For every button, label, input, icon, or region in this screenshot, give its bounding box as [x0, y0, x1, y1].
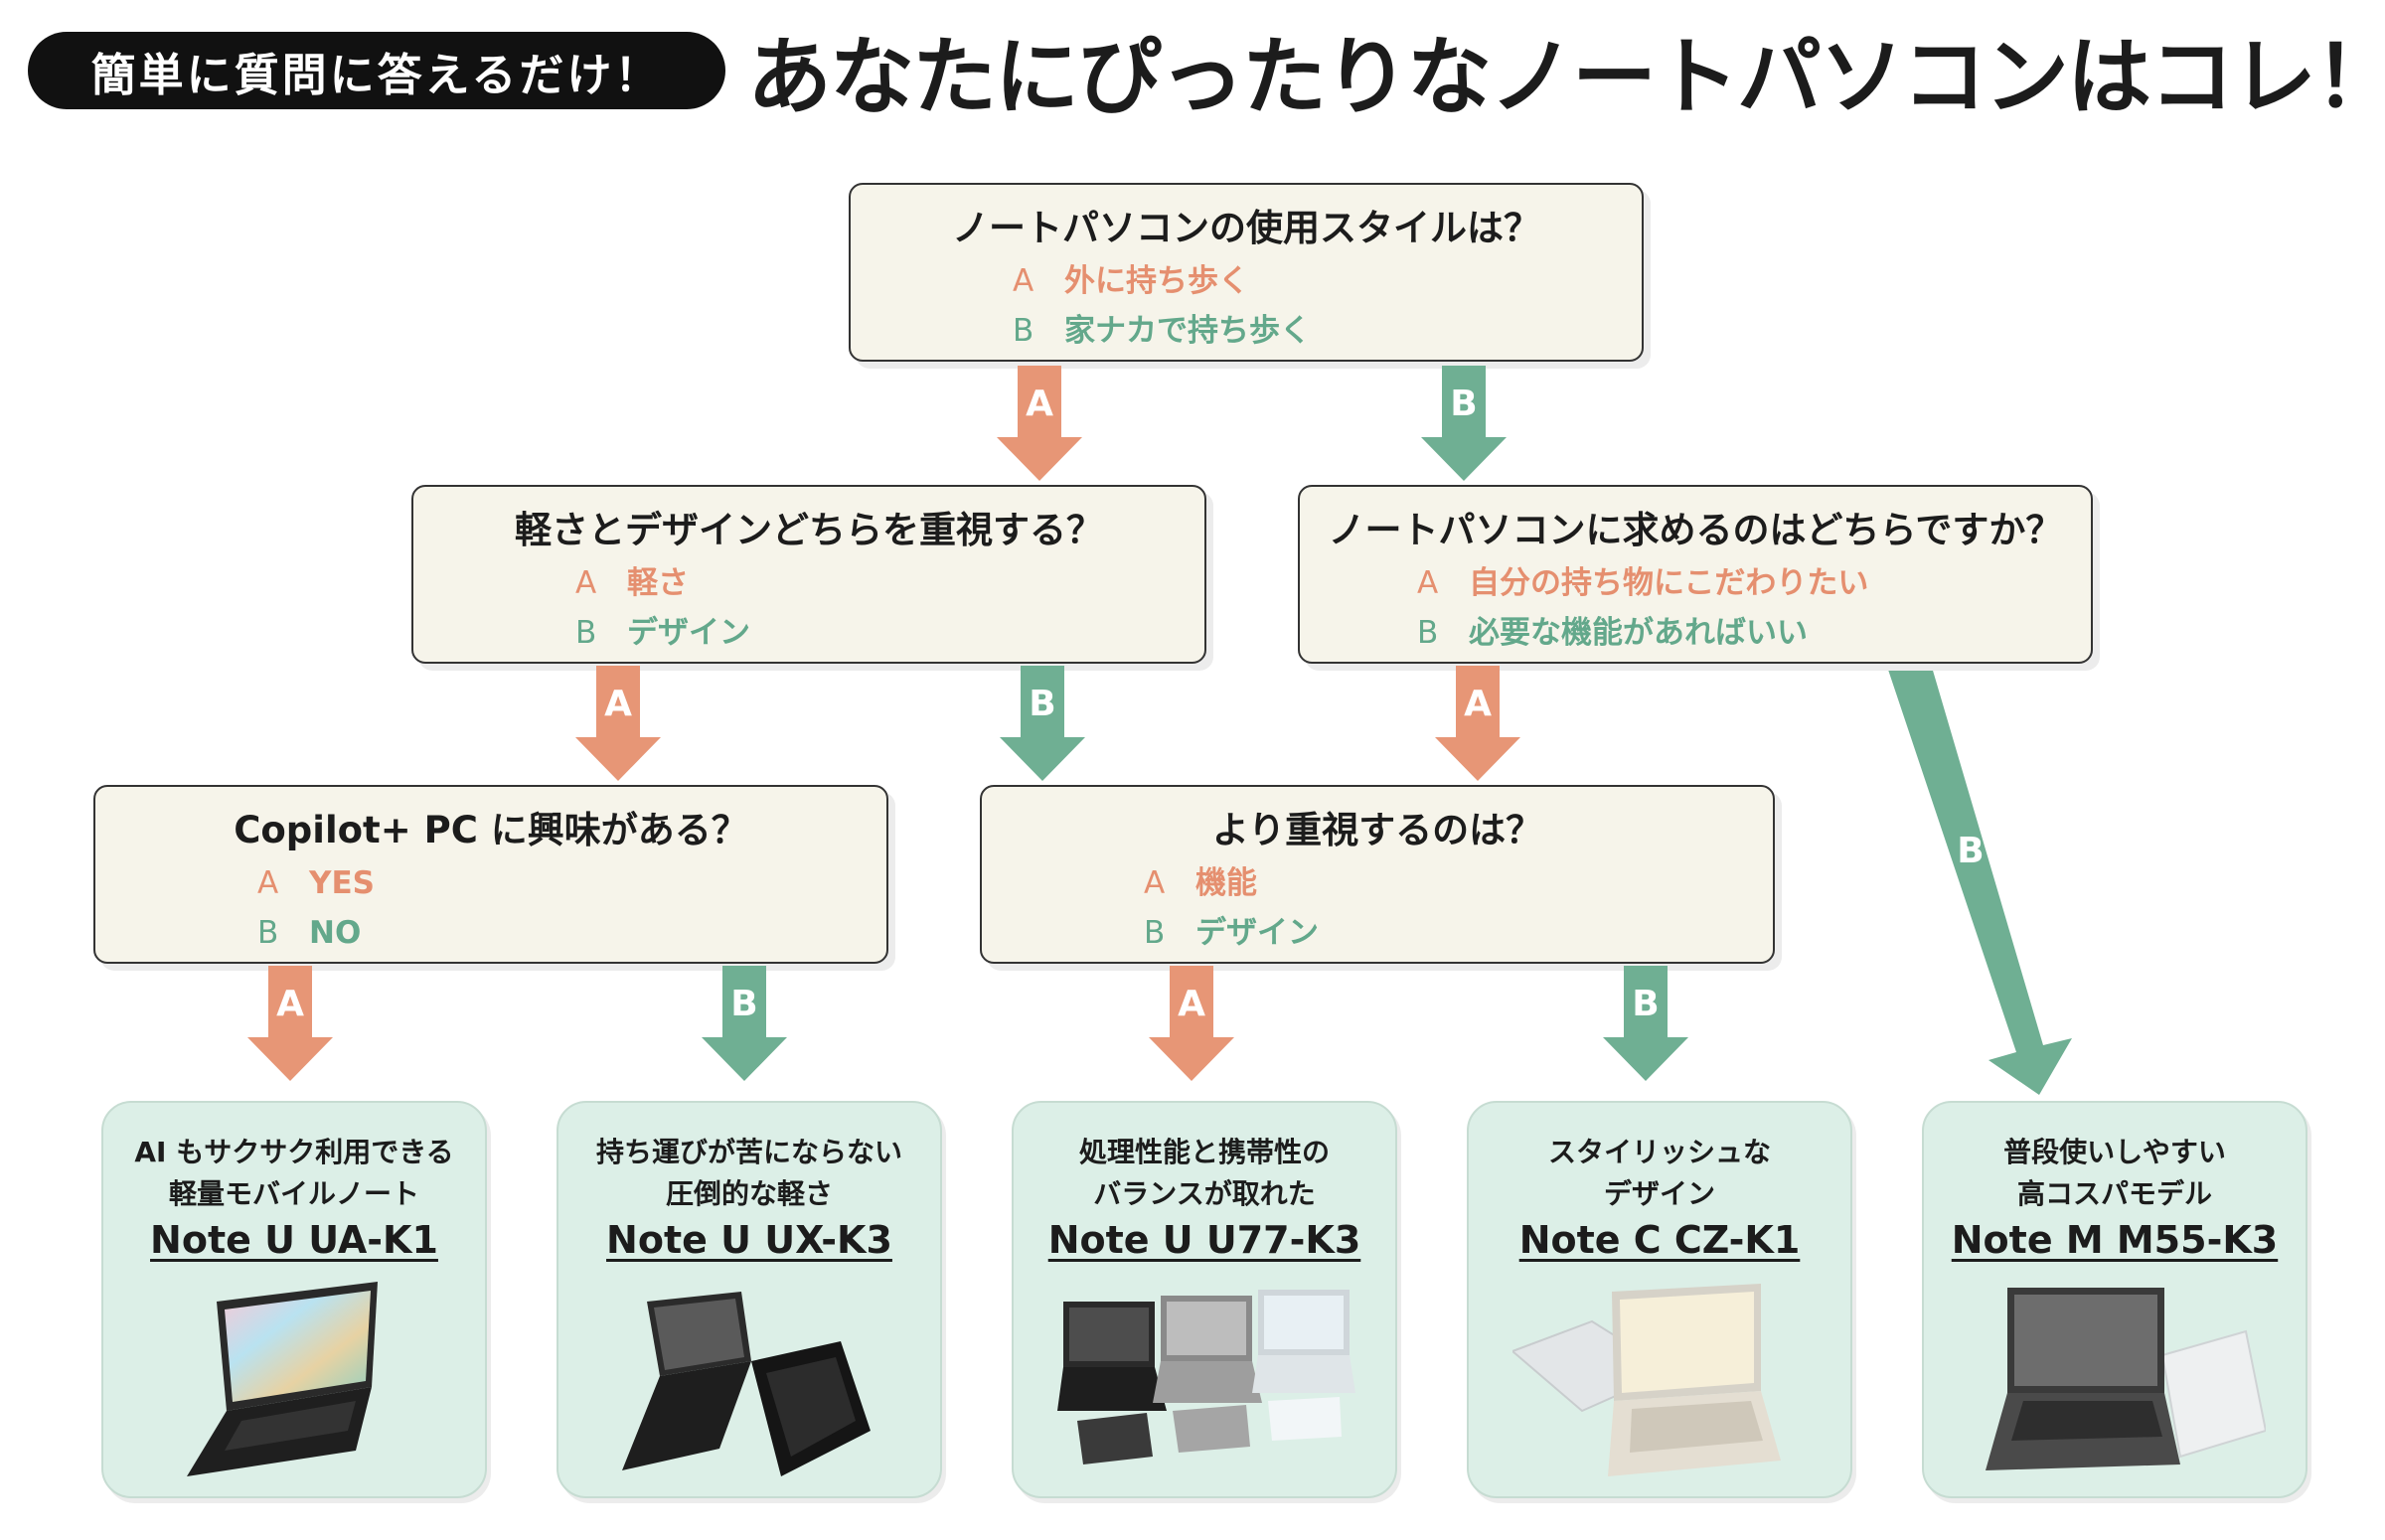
card-description-line1: スタイリッシュな — [1547, 1136, 1771, 1168]
arrow-b: B — [1603, 966, 1688, 1081]
question-box-lightness-design: 軽さとデザインどちらを重視する？ A 軽さ B デザイン — [411, 485, 1206, 664]
arrow-label-b: B — [1632, 984, 1660, 1024]
question-title: 軽さとデザインどちらを重視する？ — [515, 509, 1103, 551]
option-b: B 必要な機能があればいい — [1417, 608, 1974, 658]
arrow-a: A — [575, 666, 661, 781]
model-name: Note U UA-K1 — [150, 1218, 438, 1262]
laptop-colorful-icon — [187, 1282, 378, 1476]
result-card-cz-k1: スタイリッシュな デザイン Note C CZ-K1 — [1467, 1101, 1852, 1498]
card-description-line1: 処理性能と携帯性の — [1078, 1136, 1330, 1168]
model-name: Note U U77-K3 — [1047, 1218, 1361, 1262]
laptop-lineup-icon — [1057, 1290, 1355, 1464]
card-description-line1: AI もサクサク利用できる — [134, 1136, 454, 1168]
arrow-b: B — [1421, 366, 1507, 481]
page-title: あなたにぴったりなノートパソコンはコレ！ — [747, 28, 2385, 127]
arrow-label-a: A — [604, 684, 632, 724]
arrow-label-b: B — [1450, 384, 1478, 424]
arrow-label-b: B — [730, 984, 758, 1024]
option-text: デザイン — [627, 615, 750, 651]
result-card-ua-k1: AI もサクサク利用できる 軽量モバイルノート Note U UA-K1 — [101, 1101, 487, 1498]
arrow-a: A — [1435, 666, 1520, 781]
option-letter: A — [1417, 565, 1439, 601]
question-title: ノートパソコンに求めるのはどちらですか？ — [1328, 509, 2063, 551]
option-text: YES — [309, 865, 375, 901]
laptop-black-pair-icon — [622, 1292, 871, 1476]
arrow-label-a: A — [1026, 384, 1053, 424]
question-title: Copilot+ PC に興味がある？ — [234, 809, 748, 851]
card-description-line1: 持ち運びが苦にならない — [595, 1136, 902, 1168]
option-letter: A — [575, 565, 597, 601]
header-badge: 簡単に質問に答えるだけ！ — [28, 32, 725, 109]
laptop-gray-icon — [1986, 1288, 2266, 1470]
option-a: A YES — [257, 858, 724, 908]
option-letter: A — [257, 865, 279, 901]
card-description-line2: バランスが取れた — [1093, 1177, 1316, 1210]
option-letter: B — [575, 615, 597, 651]
option-b: B NO — [257, 908, 724, 958]
option-letter: A — [1013, 263, 1034, 299]
option-text: 軽さ — [627, 565, 689, 601]
arrow-a: A — [997, 366, 1082, 481]
option-text: NO — [309, 915, 362, 951]
option-letter: B — [1417, 615, 1439, 651]
option-text: 自分の持ち物にこだわりたい — [1469, 565, 1869, 601]
arrow-b: B — [1000, 666, 1085, 781]
option-text: 機能 — [1195, 865, 1257, 901]
option-a: A 機能 — [1144, 858, 1611, 908]
arrow-b: B — [702, 966, 787, 1081]
question-box-usage-style: ノートパソコンの使用スタイルは？ A 外に持ち歩く B 家ナカで持ち歩く — [849, 183, 1644, 362]
question-title: より重視するのは？ — [1211, 809, 1543, 851]
option-b: B デザイン — [1144, 908, 1611, 958]
option-text: デザイン — [1195, 915, 1319, 951]
model-name: Note M M55-K3 — [1951, 1218, 2279, 1262]
question-box-priority: より重視するのは？ A 機能 B デザイン — [980, 785, 1775, 964]
question-title: ノートパソコンの使用スタイルは？ — [952, 207, 1540, 249]
option-letter: A — [1144, 865, 1166, 901]
card-description-line2: 高コスパモデル — [2016, 1177, 2212, 1210]
option-text: 家ナカで持ち歩く — [1064, 313, 1311, 349]
question-box-copilot-pc: Copilot+ PC に興味がある？ A YES B NO — [93, 785, 888, 964]
arrow-label-a: A — [276, 984, 304, 1024]
result-card-ux-k3: 持ち運びが苦にならない 圧倒的な軽さ Note U UX-K3 — [556, 1101, 942, 1498]
model-name: Note U UX-K3 — [606, 1218, 892, 1262]
option-letter: B — [1013, 313, 1034, 349]
arrow-label-a: A — [1178, 984, 1205, 1024]
result-card-u77-k3: 処理性能と携帯性の バランスが取れた Note U U77-K3 — [1012, 1101, 1397, 1498]
model-name: Note C CZ-K1 — [1518, 1218, 1801, 1262]
card-description-line2: 圧倒的な軽さ — [665, 1177, 833, 1210]
option-a: A 外に持ち歩く — [1013, 256, 1480, 306]
card-description-line1: 普段使いしやすい — [2003, 1136, 2226, 1168]
laptop-silver-icon — [1512, 1284, 1781, 1476]
option-b: B デザイン — [575, 608, 1042, 658]
card-description-line2: 軽量モバイルノート — [168, 1177, 419, 1210]
result-card-m55-k3: 普段使いしやすい 高コスパモデル Note M M55-K3 — [1922, 1101, 2307, 1498]
option-text: 必要な機能があればいい — [1469, 615, 1808, 651]
option-letter: B — [257, 915, 279, 951]
arrow-a: A — [1149, 966, 1234, 1081]
question-box-requirements: ノートパソコンに求めるのはどちらですか？ A 自分の持ち物にこだわりたい B 必要な… — [1298, 485, 2093, 664]
option-letter: B — [1144, 915, 1166, 951]
option-b: B 家ナカで持ち歩く — [1013, 306, 1480, 356]
arrow-a: A — [247, 966, 333, 1081]
arrow-label-a: A — [1464, 684, 1492, 724]
arrow-label-b: B — [1957, 831, 1985, 871]
option-a: A 軽さ — [575, 558, 1042, 608]
card-description-line2: デザイン — [1603, 1177, 1715, 1210]
option-a: A 自分の持ち物にこだわりたい — [1417, 558, 1974, 608]
option-text: 外に持ち歩く — [1064, 263, 1249, 299]
arrow-label-b: B — [1029, 684, 1056, 724]
